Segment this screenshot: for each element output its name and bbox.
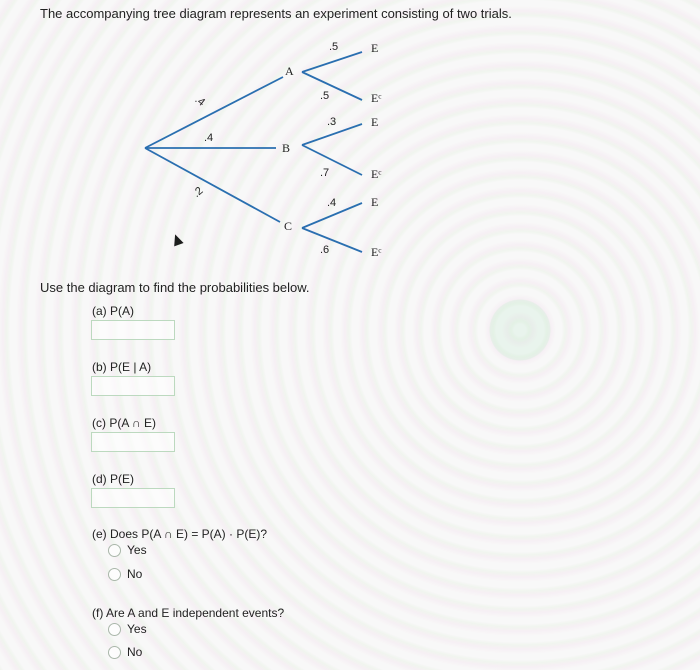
prob-b-ec: .7 [320, 167, 329, 179]
question-a-label: (a) P(A) [92, 304, 134, 318]
option-e-no[interactable]: No [108, 567, 142, 581]
option-e-no-label: No [127, 567, 143, 581]
outcome-a-ec: Eᶜ [371, 91, 381, 105]
answer-d-input[interactable] [91, 488, 175, 508]
radio-f-no[interactable] [108, 645, 121, 659]
prob-a-ec: .5 [320, 90, 329, 102]
option-f-yes[interactable]: Yes [108, 622, 147, 636]
branch-b-e [301, 123, 363, 146]
branch-root-c [144, 147, 281, 223]
question-f-label: (f) Are A and E independent events? [92, 606, 285, 620]
node-c: C [284, 219, 292, 233]
prob-b-e: .3 [327, 116, 336, 128]
answer-b-input[interactable] [91, 376, 175, 396]
node-b: B [282, 141, 290, 155]
branch-c-e [301, 202, 363, 229]
node-a: A [285, 64, 294, 78]
question-d-label: (d) P(E) [92, 472, 134, 486]
prob-c-ec: .6 [320, 244, 329, 256]
option-f-no[interactable]: No [108, 645, 142, 659]
branch-b-ec [301, 144, 363, 176]
instruction-text: Use the diagram to find the probabilitie… [40, 280, 310, 295]
prob-c-e: .4 [327, 197, 336, 209]
prob-c: .2 [191, 185, 206, 200]
option-e-yes[interactable]: Yes [108, 543, 147, 557]
prob-b: .4 [204, 132, 213, 144]
outcome-b-e: E [371, 115, 378, 129]
question-c-label: (c) P(A ∩ E) [92, 416, 156, 430]
outcome-a-e: E [371, 41, 378, 55]
answer-a-input[interactable] [91, 320, 175, 340]
outcome-b-ec: Eᶜ [371, 167, 381, 181]
radio-f-yes[interactable] [108, 622, 121, 636]
radio-e-no[interactable] [108, 567, 121, 581]
outcome-c-e: E [371, 195, 378, 209]
prob-a-e: .5 [329, 41, 338, 53]
question-e-label: (e) Does P(A ∩ E) = P(A) · P(E)? [92, 527, 267, 541]
branch-a-e [301, 51, 363, 73]
radio-e-yes[interactable] [108, 543, 121, 557]
prob-a: .4 [193, 94, 208, 109]
intro-text: The accompanying tree diagram represents… [40, 6, 512, 21]
branch-root-a [144, 76, 284, 149]
answer-c-input[interactable] [91, 432, 175, 452]
outcome-c-ec: Eᶜ [371, 245, 381, 259]
branch-a-ec [301, 71, 363, 101]
option-e-yes-label: Yes [127, 543, 147, 557]
branch-c-ec [301, 227, 363, 253]
option-f-yes-label: Yes [127, 622, 147, 636]
question-b-label: (b) P(E | A) [92, 360, 152, 374]
tree-diagram: A B C .4 .4 .2 .5 .5 .3 .7 .4 .6 E Eᶜ E … [144, 41, 381, 259]
option-f-no-label: No [127, 645, 143, 659]
